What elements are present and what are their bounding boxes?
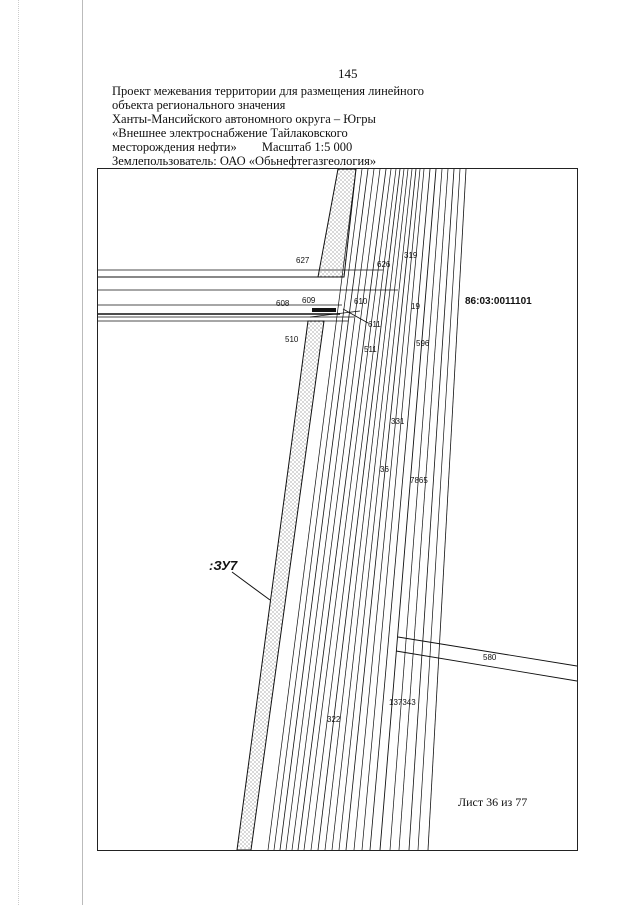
header-line-2: объекта регионального значения <box>112 98 286 112</box>
parcel-number-331: 331 <box>391 417 405 426</box>
parcel-number-7865: 7865 <box>410 476 428 485</box>
parcel-number-319: 319 <box>404 251 418 260</box>
point-label-627: 627 <box>296 256 310 265</box>
header-line-1: Проект межевания территории для размещен… <box>112 84 425 98</box>
page-number: 145 <box>338 66 358 81</box>
point-label-511: 511 <box>364 345 377 354</box>
point-label-626: 626 <box>377 260 391 269</box>
parcel-number-322: 322 <box>327 715 341 724</box>
land-user: Землепользователь: ОАО «Обьнефтегазгеоло… <box>112 154 377 168</box>
sheet-number: Лист 36 из 77 <box>458 795 528 809</box>
header-line-4: «Внешнее электроснабжение Тайлаковского <box>112 126 348 140</box>
binding-margin-line <box>82 0 83 905</box>
diagonal-corridor-lines <box>267 169 467 850</box>
map-scale: Масштаб 1:5 000 <box>261 140 353 154</box>
point-label-510: 510 <box>285 335 299 344</box>
parcel-number-19: 19 <box>411 302 420 311</box>
cadastral-block-number: 86:03:0011101 <box>465 296 532 307</box>
project-name-end: месторождения нефти» <box>112 140 237 154</box>
point-label-609: 609 <box>302 296 316 305</box>
stipple-strip-upper <box>317 169 357 278</box>
point-label-610: 610 <box>354 297 368 306</box>
header-line-5: месторождения нефти» Масштаб 1:5 000 <box>112 140 352 154</box>
cadastral-map: 627 626 608 609 610 611 510 511 319 19 5… <box>97 168 578 851</box>
binding-margin-dots <box>18 0 19 905</box>
parcel-number-36: 36 <box>380 465 389 474</box>
right-road-strip <box>395 636 577 682</box>
horizontal-corridor-lines <box>98 269 398 324</box>
map-drawing <box>98 169 577 850</box>
point-label-611: 611 <box>368 320 381 329</box>
parcel-number-596: 596 <box>416 339 430 348</box>
parcel-label-zu7: :ЗУ7 <box>209 558 238 573</box>
point-label-608: 608 <box>276 299 290 308</box>
parcel-number-580: 580 <box>483 653 497 662</box>
header-line-3: Ханты-Мансийского автономного округа – Ю… <box>112 112 376 126</box>
parcel-number-137343: 137343 <box>389 698 416 707</box>
